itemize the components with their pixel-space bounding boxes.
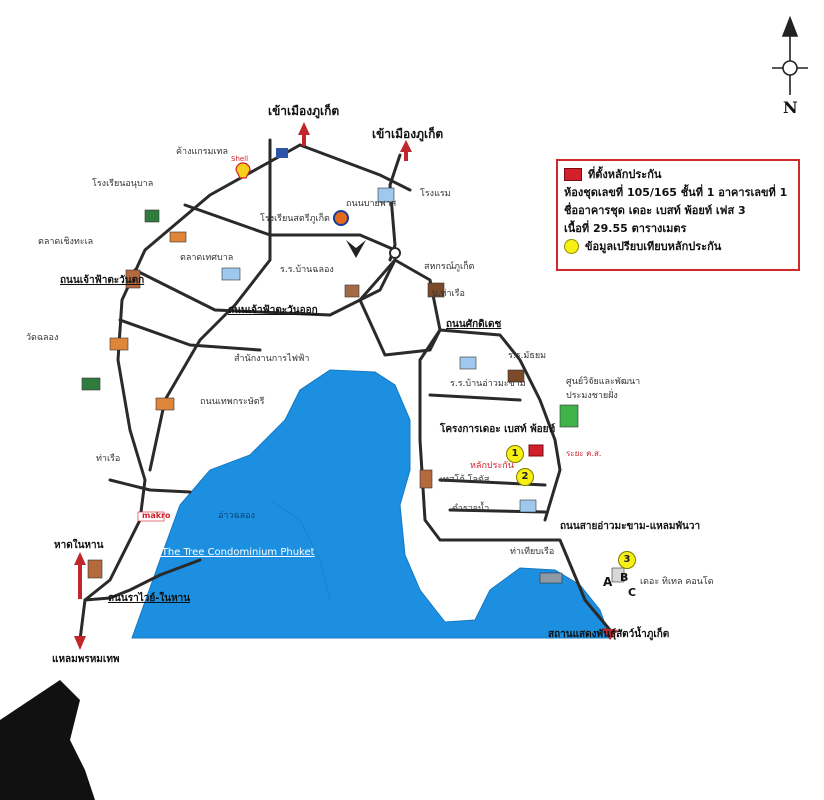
ship-icon (539, 572, 563, 584)
destination-arrows (74, 122, 618, 650)
subject-letter: C (628, 586, 637, 599)
legend-row-collateral: ที่ตั้งหลักประกัน (564, 165, 792, 183)
temple-icon (109, 337, 129, 351)
small-label: โรงแรม (420, 189, 451, 199)
house-icon (427, 282, 445, 298)
small-label: ร.ร.บ้านฉลอง (280, 265, 334, 275)
small-label: ถนนเทพกระษัตรี (200, 397, 265, 407)
small-label: ตลาดเชิงทะเล (38, 237, 94, 247)
small-label: ตำรวจน้ำ (452, 504, 490, 514)
house-icon (507, 369, 525, 383)
condo-icon (611, 567, 625, 583)
label-shell: Shell (231, 155, 249, 163)
label-the-best-point: โครงการเดอะ เบสท์ พ้อยท์ (440, 424, 556, 435)
comparison-marker-3[interactable]: 3 (618, 551, 636, 569)
small-label: ร.ร.มัธยม (508, 351, 547, 361)
shop-icon (144, 209, 160, 223)
label-the-title-condo: เดอะ ทิเทล คอนโด (640, 577, 714, 587)
label-tesco: เทสโก้ โลตัส (440, 475, 490, 485)
logo-icon (276, 148, 288, 158)
building-icon (125, 269, 141, 289)
legend-area-line: เนื้อที่ 29.55 ตารางเมตร (564, 222, 687, 235)
legend-comparison-label: ข้อมูลเปรียบเทียบหลักประกัน (585, 240, 722, 253)
house-icon (344, 284, 360, 298)
small-label: ศูนย์วิจัยและพัฒนา (566, 377, 641, 387)
road-chao-fa-west: ถนนเจ้าฟ้าตะวันตก (60, 275, 145, 286)
legend-unit-line: ห้องชุดเลขที่ 105/165 ชั้นที่ 1 อาคารเลข… (564, 186, 788, 199)
label-ao-chalong: อ่าวฉลอง (218, 511, 255, 521)
destination-laem-phromthep: แหลมพรหมเทพ (52, 654, 120, 665)
police-emblem-icon (333, 210, 349, 226)
temple-icon (155, 397, 175, 411)
legend-building-line: ชื่ออาคารชุด เดอะ เบสท์ พ้อยท์ เฟส 3 (564, 204, 746, 217)
label-harbor: ท่าเรือ (96, 454, 121, 464)
arrow-down-aquarium (602, 628, 618, 640)
makro-logo-icon (137, 511, 165, 522)
school-icon (519, 499, 537, 513)
scan-shadow (0, 680, 95, 800)
road-sakdidet: ถนนศักดิเดช (446, 319, 502, 330)
destination-hat-nai-han: หาดในหาน (54, 540, 104, 551)
arrow-up-hat-nai-han (74, 552, 86, 565)
arrow-up-phuket-left (298, 122, 310, 135)
school-icon (377, 187, 395, 203)
collateral-marker-red (528, 444, 544, 457)
small-label: โรงเรียนอนุบาล (92, 179, 154, 189)
collateral-swatch-icon (564, 167, 582, 181)
legend-collateral-label: ที่ตั้งหลักประกัน (588, 168, 662, 181)
school-icon (221, 267, 241, 281)
sea-detail (269, 499, 331, 601)
legend-row-comparison: ข้อมูลเปรียบเทียบหลักประกัน (564, 237, 792, 255)
north-label: N (783, 98, 798, 117)
label-collateral-marker: หลักประกัน (470, 461, 514, 471)
label-makro: makro (142, 511, 171, 520)
arrow-down-laem-phromthep (74, 636, 86, 650)
building-icon (419, 469, 433, 489)
road-rawai: ถนนราไวย์-ในหาน (108, 593, 191, 604)
temple-icon (169, 231, 187, 243)
small-label: ประมงชายฝั่ง (566, 391, 618, 401)
small-label: สำนักงานการไฟฟ้า (234, 354, 310, 364)
arrow-up-phuket-right (400, 140, 412, 152)
small-label: ค้างแกรมเทล (176, 147, 229, 157)
building-icon (87, 559, 103, 579)
destination-phuket-left: เข้าเมืองภูเก็ต (268, 104, 340, 118)
label-small-pier: ท่าเทียบเรือ (510, 547, 555, 557)
roundabout (389, 247, 401, 259)
label-distance-note: ระยะ ค.ส. (566, 449, 602, 458)
small-label: ตลาดเทศบาล (180, 253, 234, 263)
small-label: ถนนบายพาส (346, 199, 397, 209)
comparison-marker-1[interactable]: 1 (506, 445, 524, 463)
shop-icon (81, 377, 101, 391)
map-legend: ที่ตั้งหลักประกัน ห้องชุดเลขที่ 105/165 … (556, 159, 800, 271)
destination-phuket-right: เข้าเมืองภูเก็ต (372, 127, 444, 141)
small-label: บ.ท่าเรือ (432, 289, 465, 299)
small-label: ร.ร.บ้านอ่าวมะขาม (450, 379, 526, 389)
label-aquarium: สถานแสดงพันธุ์สัตว์น้ำภูเก็ต (548, 629, 670, 640)
comparison-marker-2[interactable]: 2 (516, 468, 534, 486)
small-label: สหกรณ์ภูเก็ต (424, 262, 475, 272)
road-ao-makham: ถนนสายอ่าวมะขาม-แหลมพันวา (560, 521, 701, 532)
small-label: โรงเรียนสตรีภูเก็ต (260, 214, 330, 224)
garuda-emblem-icon (346, 240, 366, 258)
landmark-icons (81, 148, 625, 584)
shell-logo-icon (235, 162, 251, 179)
small-label: วัดฉลอง (26, 333, 59, 343)
north-arrow-compass-icon (772, 15, 808, 95)
subject-letter: A (603, 575, 613, 589)
label-at-the-tree: At The Tree Condominium Phuket (148, 547, 315, 558)
subject-letter: B (620, 571, 629, 584)
comparison-swatch-icon (564, 238, 579, 254)
sea-area (131, 369, 611, 639)
school-icon (459, 356, 477, 370)
garden-icon (559, 404, 579, 428)
road-chao-fa-east: ถนนเจ้าฟ้าตะวันออก (228, 305, 318, 316)
